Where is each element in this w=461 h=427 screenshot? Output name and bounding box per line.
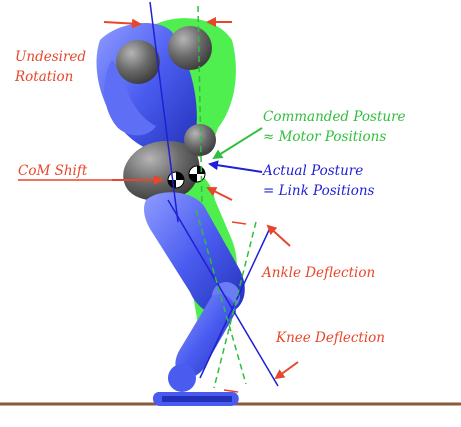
com-marker-commanded — [189, 166, 205, 182]
commanded-posture-label-2: ≈ Motor Positions — [263, 129, 386, 145]
robot-shoulder-left — [116, 40, 160, 84]
knee-deflection-label: Knee Deflection — [275, 330, 385, 346]
ankle-deflection-label: Ankle Deflection — [260, 265, 375, 281]
robot-ankle — [168, 364, 196, 392]
undesired-rotation-label-2: Rotation — [14, 69, 73, 85]
robot-foot-sole — [162, 396, 232, 402]
commanded-posture-arrow — [214, 128, 262, 158]
commanded-posture-label-1: Commanded Posture — [263, 109, 406, 125]
actual-posture-label-1: Actual Posture — [261, 163, 363, 179]
actual-posture-arrow — [210, 164, 262, 172]
ankle-deflection-tick — [232, 222, 246, 224]
com-shift-label: CoM Shift — [18, 163, 88, 179]
undesired-rotation-arrow-left — [104, 22, 140, 24]
undesired-rotation-label-1: Undesired — [15, 49, 86, 65]
ankle-deflection-arrow — [268, 226, 290, 246]
com-marker-actual — [168, 172, 184, 188]
robot-shoulder-right — [168, 26, 212, 70]
knee-deflection-arrow — [276, 362, 298, 378]
knee-deflection-tick — [224, 390, 238, 392]
actual-posture-label-2: = Link Positions — [263, 183, 375, 199]
